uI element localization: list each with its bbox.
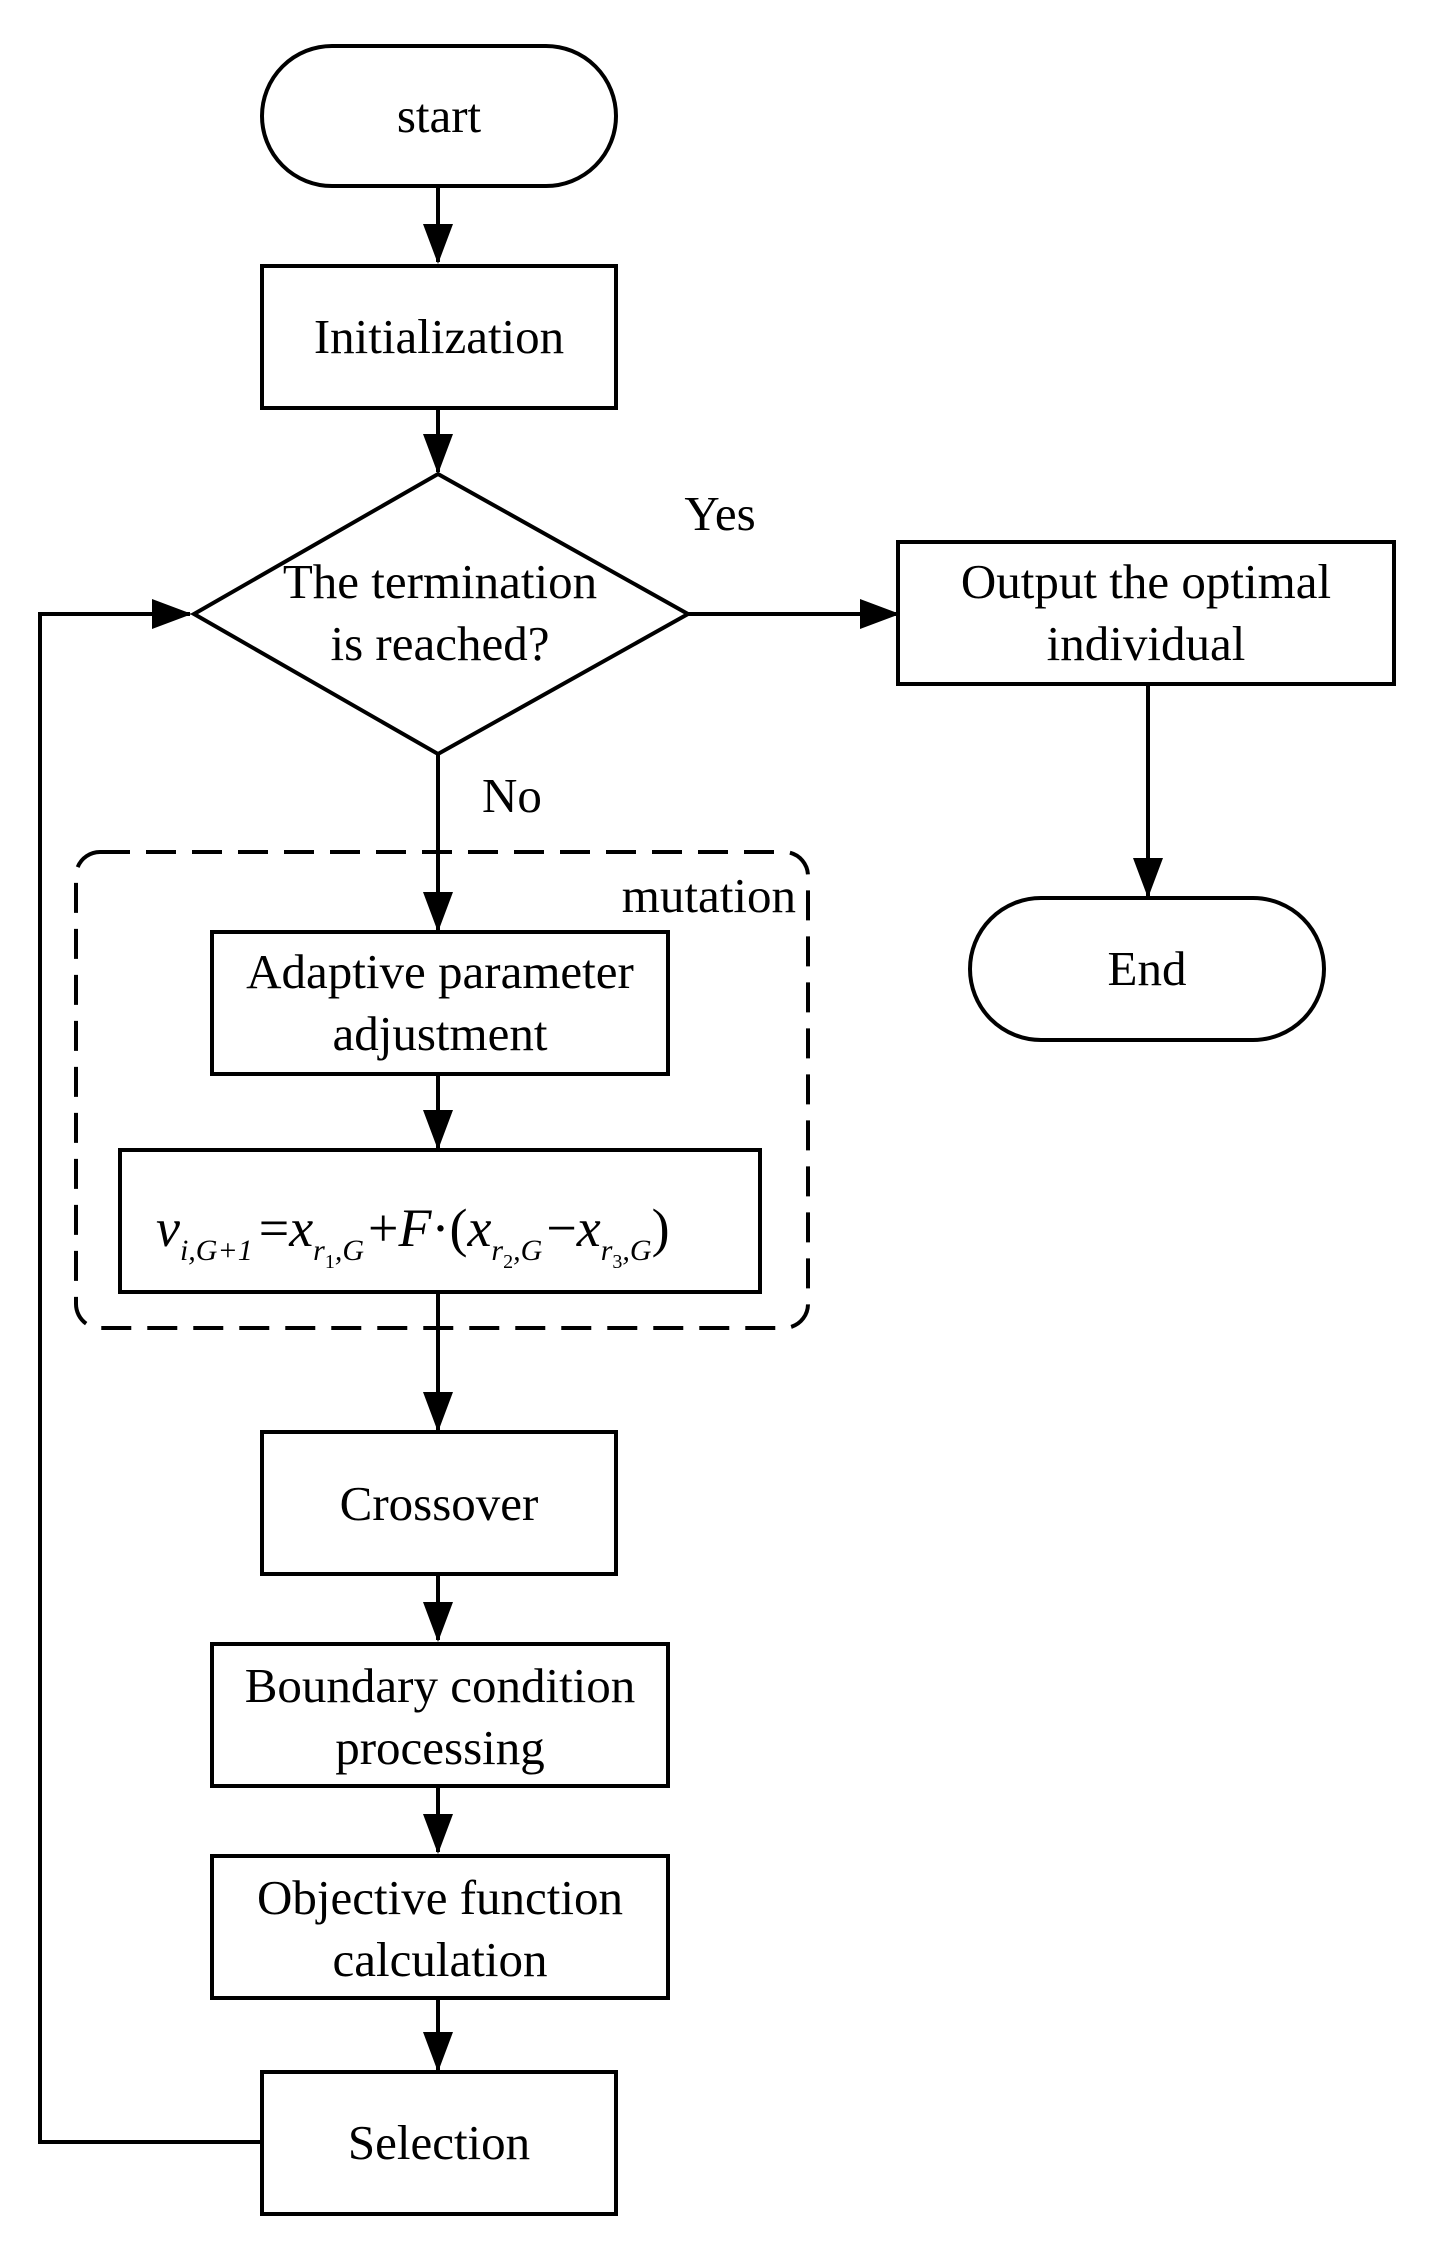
start-terminator (260, 44, 618, 188)
no-label: No (482, 768, 542, 823)
formula-plus: + (368, 1198, 398, 1258)
crossover-box (260, 1430, 618, 1576)
crossover-label: Crossover (340, 1476, 539, 1531)
formula-r2-idx: 2 (503, 1251, 513, 1273)
output-label-line1: Output the optimal (961, 554, 1331, 609)
termination-decision (189, 471, 693, 757)
objective-box (210, 1854, 670, 2000)
formula-r3: r (601, 1234, 613, 1267)
formula-g1: ,G (335, 1234, 365, 1267)
formula-v: v (156, 1198, 180, 1258)
formula-x1: x (288, 1198, 313, 1258)
mutation-group-label: mutation (622, 868, 796, 923)
adaptive-label-line1: Adaptive parameter (246, 944, 634, 999)
formula-v-sub: i,G+1 (180, 1234, 253, 1267)
formula-g2: ,G (513, 1234, 543, 1267)
adaptive-box (210, 930, 670, 1076)
arrow-selection-loopback (38, 599, 262, 2144)
formula-r1: r (313, 1234, 325, 1267)
start-label: start (397, 88, 482, 143)
termination-label-line1: The termination (283, 554, 597, 609)
mutation-formula: vi,G+1=xr1,G+F·(xr2,G−xr3,G) (156, 1198, 670, 1273)
boundary-label-line2: processing (335, 1720, 545, 1775)
formula-x2: x (466, 1198, 491, 1258)
initialization-label: Initialization (314, 309, 564, 364)
formula-r2: r (491, 1234, 503, 1267)
yes-label: Yes (684, 486, 755, 541)
selection-label: Selection (348, 2115, 530, 2170)
formula-x3: x (576, 1198, 601, 1258)
objective-label-line1: Objective function (257, 1870, 623, 1925)
output-box (896, 540, 1396, 686)
mutation-group-frame (74, 850, 810, 1330)
mutation-formula-box (118, 1148, 762, 1294)
end-label: End (1108, 941, 1187, 996)
formula-r3-idx: 3 (612, 1251, 622, 1273)
formula-eq: = (259, 1198, 289, 1258)
initialization-box (260, 264, 618, 410)
output-label-line2: individual (1047, 616, 1246, 671)
formula-r1-idx: 1 (325, 1251, 335, 1273)
objective-label-line2: calculation (333, 1932, 548, 1987)
end-terminator (968, 896, 1326, 1042)
formula-F: F (397, 1198, 432, 1258)
selection-box (260, 2070, 618, 2216)
formula-rparen: ) (652, 1198, 670, 1258)
boundary-box (210, 1642, 670, 1788)
boundary-label-line1: Boundary condition (245, 1658, 636, 1713)
formula-lparen: ( (449, 1198, 467, 1258)
formula-dot: · (431, 1198, 449, 1258)
connectors (38, 186, 1163, 2144)
adaptive-label-line2: adjustment (332, 1006, 547, 1061)
formula-minus: − (546, 1198, 576, 1258)
termination-label-line2: is reached? (331, 616, 550, 671)
formula-g3: ,G (622, 1234, 652, 1267)
